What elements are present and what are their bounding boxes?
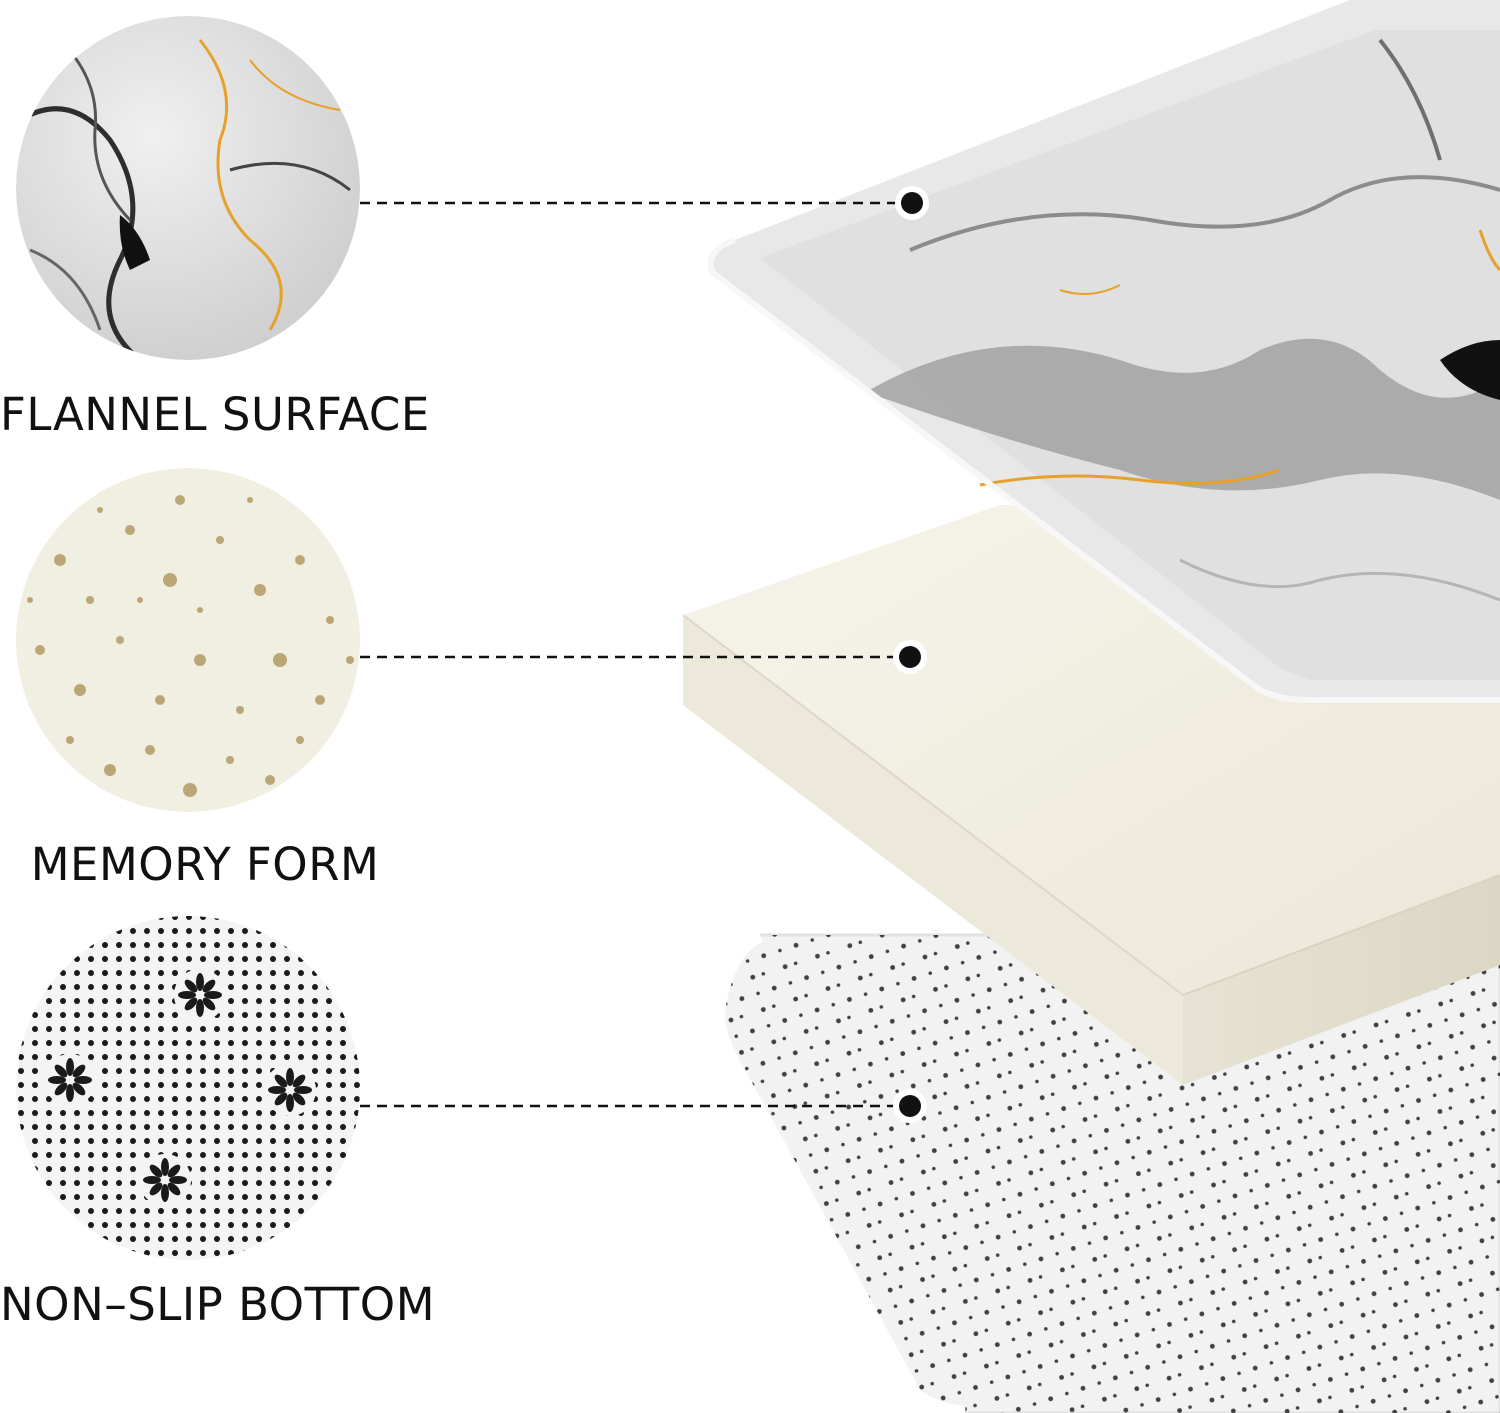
memory-form-label: MEMORY FORM bbox=[30, 838, 380, 891]
leader-line-nonslip bbox=[360, 1089, 927, 1123]
marble-texture-swatch bbox=[16, 16, 360, 360]
mat-bottom-layer bbox=[711, 928, 1500, 1413]
non-slip-bottom-label: NON–SLIP BOTTOM bbox=[0, 1278, 436, 1331]
flannel-surface-label: FLANNEL SURFACE bbox=[0, 388, 430, 441]
flannel-top-layer bbox=[707, 0, 1500, 703]
leader-line-memory bbox=[360, 640, 927, 674]
leader-line-flannel bbox=[360, 186, 929, 220]
dotted-backing-swatch bbox=[16, 916, 360, 1260]
foam-texture-swatch bbox=[16, 468, 360, 812]
